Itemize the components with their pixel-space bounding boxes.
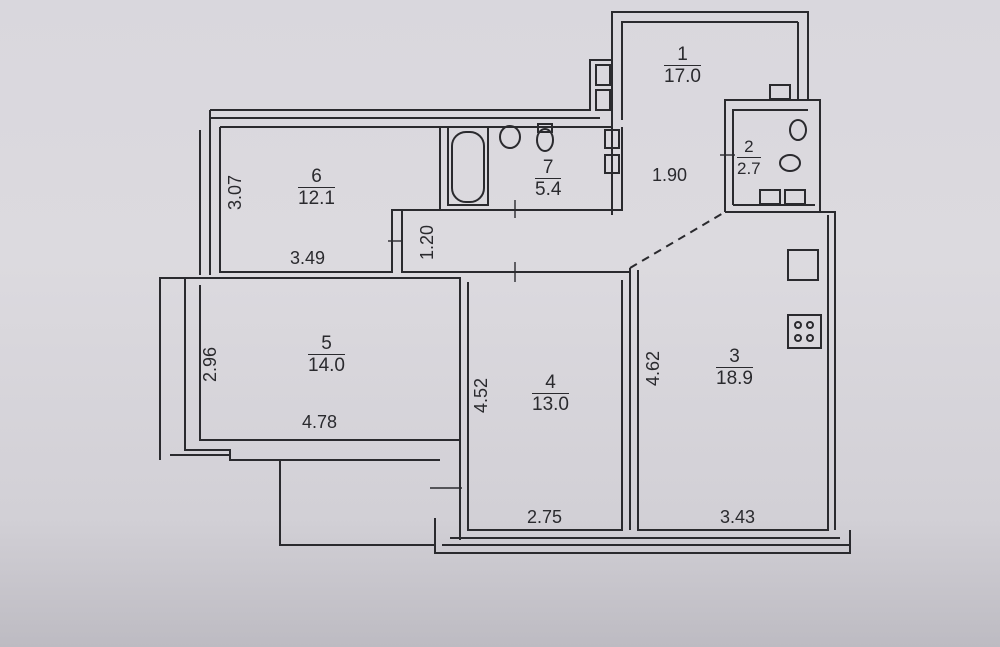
- room-number: 4: [532, 372, 569, 394]
- room5-height-dim: 2.96: [200, 346, 221, 383]
- room-number: 2: [737, 136, 761, 158]
- room-number: 5: [308, 333, 345, 355]
- room-area: 5.4: [535, 179, 562, 200]
- room-number: 3: [716, 346, 753, 368]
- walls: [159, 11, 851, 554]
- corridor-width-dim: 1.20: [417, 224, 438, 261]
- room6-height-dim: 3.07: [225, 174, 246, 211]
- room-number: 7: [535, 157, 562, 179]
- door-ticks: [388, 154, 735, 489]
- room-number: 6: [298, 166, 335, 188]
- room5-width-dim: 4.78: [302, 412, 338, 432]
- room6-width-dim: 3.49: [290, 248, 326, 268]
- room-area: 13.0: [532, 394, 569, 415]
- room3-width-dim: 3.43: [720, 507, 756, 527]
- room-area: 2.7: [737, 159, 761, 178]
- room-area: 14.0: [308, 355, 345, 376]
- room-area: 18.9: [716, 368, 753, 389]
- room4-height-dim: 4.52: [471, 377, 492, 414]
- room3-height-dim: 4.62: [643, 350, 664, 387]
- room-area: 17.0: [664, 66, 701, 87]
- room-number: 1: [664, 44, 701, 66]
- hall-width-dim: 1.90: [652, 165, 688, 185]
- room4-width-dim: 2.75: [527, 507, 563, 527]
- room-area: 12.1: [298, 188, 335, 209]
